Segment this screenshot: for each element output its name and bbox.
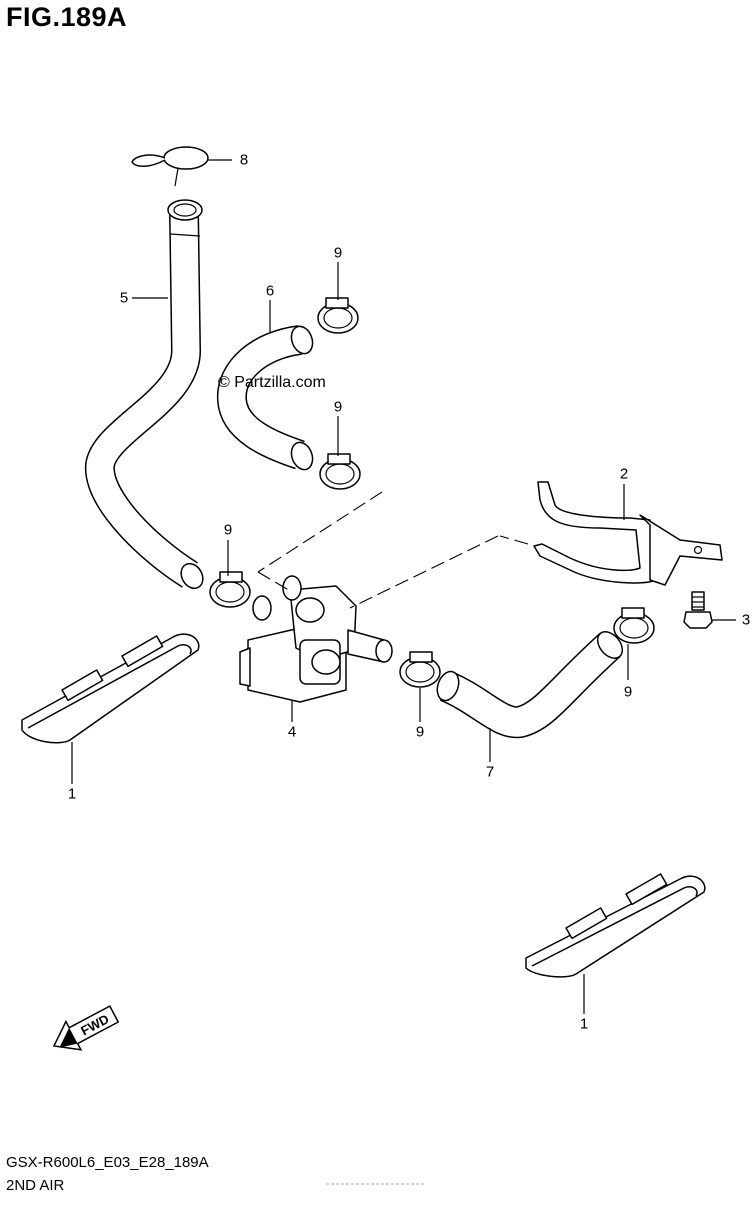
callout-7[interactable]: 7 <box>485 763 495 781</box>
part-9-clamp-middle[interactable] <box>319 453 361 490</box>
section-name: 2ND AIR <box>6 1177 65 1194</box>
leader-lines <box>71 159 736 1014</box>
part-9-clamp-center[interactable] <box>399 651 441 688</box>
part-9-clamp-upper[interactable] <box>317 297 359 334</box>
callout-1-right[interactable]: 1 <box>579 1015 589 1033</box>
callout-4[interactable]: 4 <box>287 723 297 741</box>
callout-9-right[interactable]: 9 <box>623 683 633 701</box>
callout-2[interactable]: 2 <box>619 465 629 483</box>
part-5-hose[interactable] <box>84 199 207 592</box>
callout-9-upper[interactable]: 9 <box>333 244 343 262</box>
callout-5[interactable]: 5 <box>119 289 129 307</box>
watermark-text: © Partzilla.com <box>218 374 326 391</box>
assembly-dashed-lines <box>257 491 529 609</box>
callout-6[interactable]: 6 <box>265 282 275 300</box>
part-1-plate-right[interactable] <box>525 873 706 978</box>
callout-3[interactable]: 3 <box>741 611 751 629</box>
fwd-arrow-icon: FWD <box>52 1005 120 1051</box>
callout-1-left[interactable]: 1 <box>67 785 77 803</box>
callout-9-left[interactable]: 9 <box>223 521 233 539</box>
part-3-bolt[interactable] <box>683 591 713 629</box>
callout-9-center[interactable]: 9 <box>415 723 425 741</box>
part-9-clamp-left[interactable] <box>209 571 251 608</box>
callout-9-middle[interactable]: 9 <box>333 398 343 416</box>
part-8-cap[interactable] <box>131 146 209 187</box>
part-7-hose[interactable] <box>433 627 627 739</box>
part-1-plate-left[interactable] <box>21 633 200 744</box>
part-9-clamp-right[interactable] <box>613 607 655 644</box>
figure-title: FIG.189A <box>6 2 128 32</box>
model-code: GSX-R600L6_E03_E28_189A <box>6 1154 209 1171</box>
part-4-valve[interactable] <box>239 575 393 703</box>
callout-8[interactable]: 8 <box>239 151 249 169</box>
part-2-bracket[interactable] <box>533 481 723 586</box>
part-6-hose[interactable] <box>217 323 316 472</box>
